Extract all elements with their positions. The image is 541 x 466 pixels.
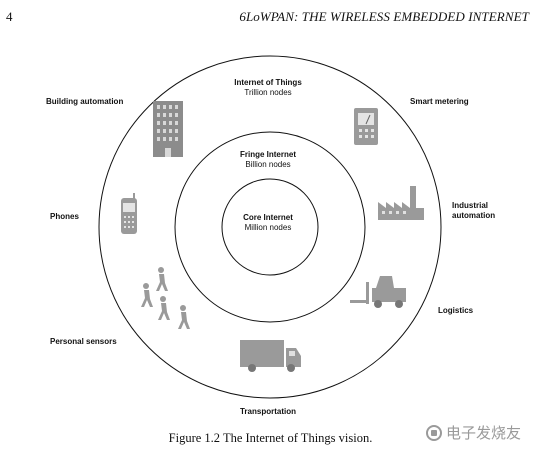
page-number: 4 xyxy=(6,9,13,24)
building-icon xyxy=(153,101,183,157)
ring-fringe-title: Fringe Internet xyxy=(240,150,296,159)
label-phones: Phones xyxy=(50,212,79,221)
ring-core-subtitle: Million nodes xyxy=(245,223,292,232)
ring-fringe-subtitle: Billion nodes xyxy=(245,160,290,169)
label-smart-metering: Smart metering xyxy=(410,97,469,106)
watermark-logo-icon xyxy=(425,424,442,441)
ring-iot-title: Internet of Things xyxy=(234,78,302,87)
label-transportation: Transportation xyxy=(240,407,296,416)
truck-icon xyxy=(240,340,301,372)
ring-core-title: Core Internet xyxy=(243,213,293,222)
inner-ring xyxy=(221,178,319,276)
label-personal-sensors: Personal sensors xyxy=(50,337,117,346)
middle-ring xyxy=(174,131,366,323)
watermark-text: 电子发烧友 xyxy=(445,424,521,442)
figure-caption: Figure 1.2 The Internet of Things vision… xyxy=(168,431,373,445)
ring-iot-subtitle: Trillion nodes xyxy=(244,88,291,97)
smart-meter-icon xyxy=(354,108,378,145)
forklift-icon xyxy=(350,276,406,308)
outer-ring xyxy=(98,55,442,399)
running-title: 6LoWPAN: THE WIRELESS EMBEDDED INTERNET xyxy=(239,9,529,24)
people-icon xyxy=(141,267,190,329)
factory-icon xyxy=(378,186,424,220)
label-logistics: Logistics xyxy=(438,306,474,315)
label-building-automation: Building automation xyxy=(46,97,123,106)
label-industrial-2: automation xyxy=(452,211,495,220)
label-industrial-1: Industrial xyxy=(452,201,488,210)
watermark: 电子发烧友 xyxy=(425,422,521,443)
phone-icon xyxy=(121,193,137,234)
